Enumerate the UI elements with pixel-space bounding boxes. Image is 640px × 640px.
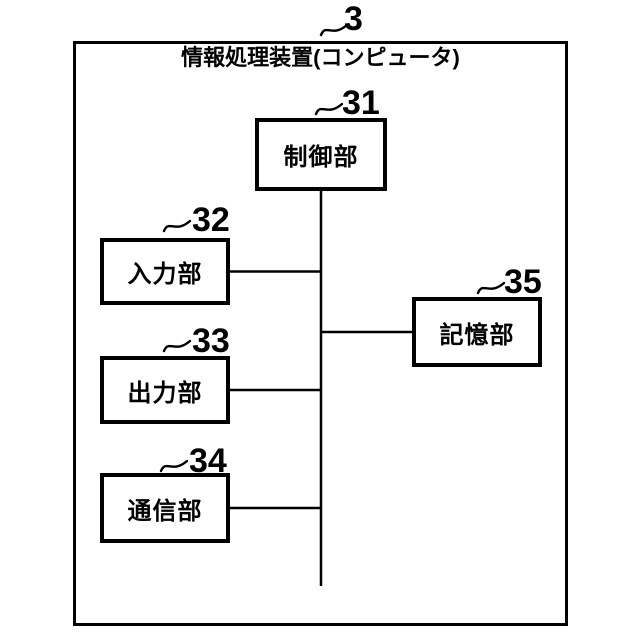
block-control-unit: 制御部 bbox=[255, 118, 387, 191]
device-title: 情報処理装置(コンピュータ) bbox=[181, 45, 460, 70]
block-communication-unit-label: 通信部 bbox=[127, 497, 203, 525]
block-output-unit-label: 出力部 bbox=[127, 379, 203, 407]
lead-line-squiggle-icon bbox=[314, 102, 344, 116]
block-input-unit: 入力部 bbox=[100, 238, 230, 305]
ref-numeral-control-unit: 31 bbox=[342, 84, 380, 122]
block-communication-unit: 通信部 bbox=[100, 473, 230, 543]
lead-line-squiggle-icon bbox=[319, 23, 349, 37]
ref-numeral-output-unit: 33 bbox=[192, 322, 230, 360]
block-control-unit-label: 制御部 bbox=[283, 144, 359, 171]
lead-line-squiggle-icon bbox=[162, 219, 192, 233]
device-outer-box bbox=[73, 41, 568, 626]
lead-line-squiggle-icon bbox=[162, 339, 192, 353]
lead-line-squiggle-icon bbox=[476, 281, 506, 295]
ref-numeral-device: 3 bbox=[344, 0, 363, 38]
ref-numeral-storage-unit: 35 bbox=[504, 263, 542, 301]
block-storage-unit-label: 記憶部 bbox=[439, 321, 515, 349]
block-storage-unit: 記憶部 bbox=[412, 297, 542, 367]
ref-numeral-input-unit: 32 bbox=[192, 201, 230, 239]
block-input-unit-label: 入力部 bbox=[127, 261, 203, 288]
block-output-unit: 出力部 bbox=[100, 356, 230, 424]
ref-numeral-communication-unit: 34 bbox=[189, 442, 227, 480]
lead-line-squiggle-icon bbox=[159, 459, 189, 473]
